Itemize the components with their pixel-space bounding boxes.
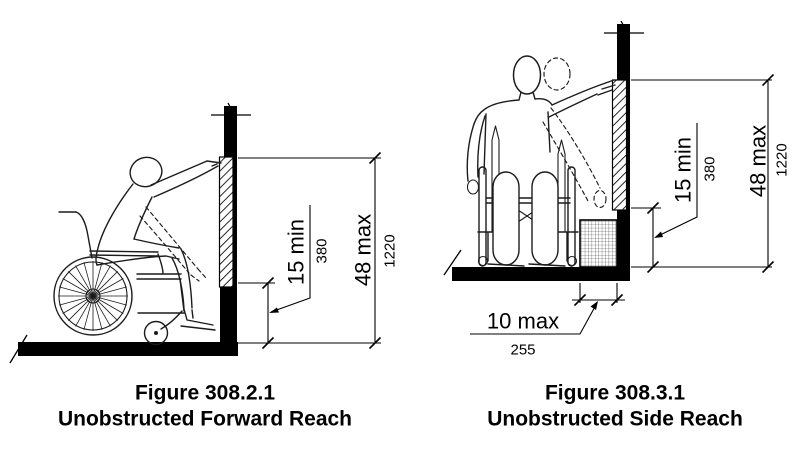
dim-label-10max: 10 max — [487, 309, 559, 334]
caster-fork — [160, 310, 183, 330]
arm-lowered-ghost — [139, 206, 207, 282]
caster-right — [566, 255, 578, 267]
dim-label-15min: 15 min — [284, 219, 309, 285]
caster-hub — [154, 331, 158, 335]
torso — [95, 183, 153, 266]
caption-figure-number: Figure 308.2.1 — [135, 382, 275, 405]
footplate — [180, 325, 216, 331]
reach-range-hatch — [218, 156, 234, 288]
figure-side-reach: 15 min 380 48 max 1220 10 max 255 Figure… — [443, 20, 791, 431]
caption-figure-title: Unobstructed Forward Reach — [58, 408, 352, 431]
caption-figure-title: Unobstructed Side Reach — [487, 408, 743, 431]
dim-metric-1220: 1220 — [774, 143, 791, 176]
legs — [96, 238, 214, 326]
arm-raised — [150, 160, 222, 198]
dim-metric-1220: 1220 — [382, 234, 399, 267]
dim-metric-380: 380 — [702, 156, 719, 181]
reach-range-hatch — [611, 79, 628, 211]
caster-left — [477, 255, 489, 267]
floor — [9, 334, 238, 364]
torso — [473, 91, 553, 175]
dimension-annotations: 15 min 380 48 max 1220 10 max 255 — [470, 73, 791, 359]
footplates — [487, 263, 566, 267]
caption-figure-number: Figure 308.3.1 — [545, 382, 685, 405]
wheelchair-side-view — [53, 211, 216, 346]
dim-metric-255: 255 — [510, 342, 535, 359]
person-side-reaching — [466, 55, 616, 267]
figure-forward-reach: 15 min 380 48 max 1220 Figure 308.2.1 Un… — [9, 102, 399, 431]
dim-metric-380: 380 — [314, 238, 331, 263]
backrest-post — [75, 211, 93, 259]
person-forward-reaching — [95, 156, 222, 326]
dimension-annotations: 15 min 380 48 max 1220 — [238, 151, 399, 350]
leg-right — [531, 171, 559, 266]
leg-left — [492, 171, 520, 266]
side-frame — [136, 253, 185, 314]
dim-label-48max: 48 max — [746, 125, 771, 197]
floor — [443, 249, 630, 281]
hand-hanging — [466, 179, 480, 195]
head — [512, 55, 542, 95]
arm-raised — [548, 79, 616, 118]
dim-label-15min: 15 min — [671, 137, 696, 203]
rear-wheel — [53, 256, 133, 336]
dim-label-48max: 48 max — [351, 214, 376, 286]
head — [129, 156, 163, 188]
caster-wheel — [143, 320, 169, 346]
seat-rail — [89, 250, 159, 257]
arm-hanging — [466, 115, 486, 182]
armrest-left — [491, 125, 500, 233]
wheel-right — [567, 166, 576, 267]
wheel-left — [478, 166, 487, 267]
armrest-right — [557, 139, 566, 233]
obstruction-element — [579, 219, 618, 268]
